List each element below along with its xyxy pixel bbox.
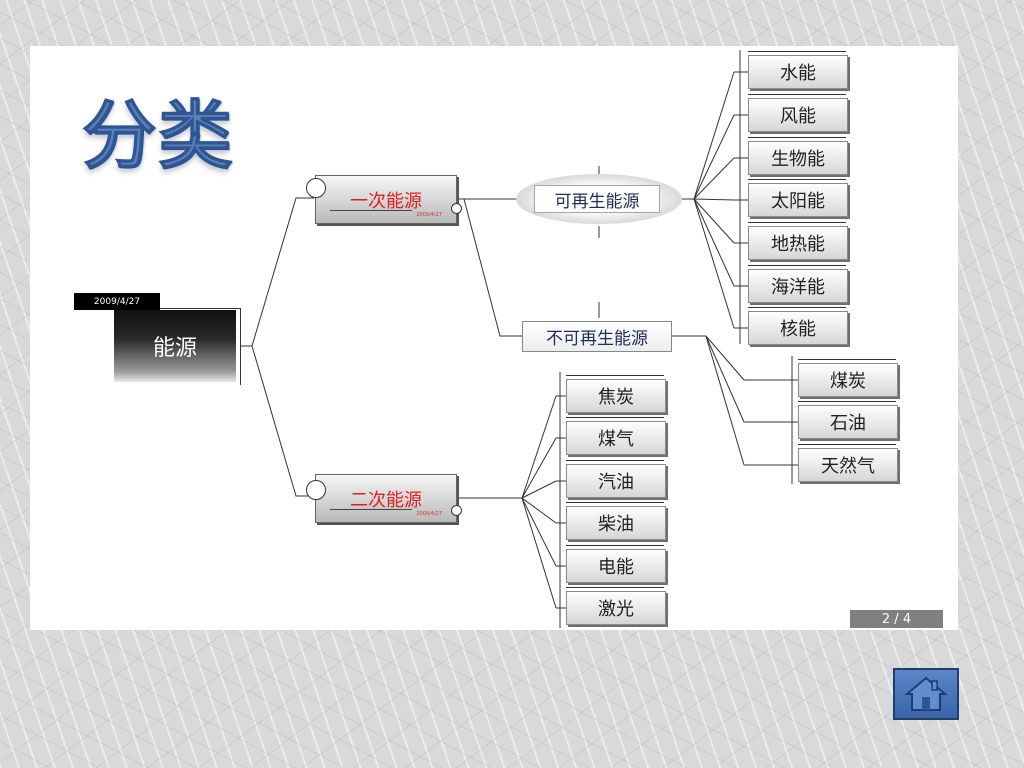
leaf-renewable-5: 海洋能: [748, 265, 848, 303]
leaf-renewable-1: 风能: [748, 94, 848, 132]
node-secondary-date: 2009/4/27: [416, 511, 442, 517]
leaf-secondary-3: 柴油: [566, 502, 666, 540]
leaf-secondary-4: 电能: [566, 545, 666, 583]
node-secondary-connector-dot: [451, 505, 462, 516]
slide-title: 分类: [82, 93, 234, 180]
node-secondary-circle: [306, 480, 326, 500]
leaf-nonrenewable-0: 煤炭: [798, 359, 898, 397]
leaf-secondary-2: 汽油: [566, 460, 666, 498]
node-secondary-underline: [330, 509, 412, 510]
root-date: 2009/4/27: [74, 293, 160, 310]
leaf-nonrenewable-2: 天然气: [798, 444, 898, 482]
page-indicator: 2 / 4: [850, 610, 943, 628]
leaf-nonrenewable-1: 石油: [798, 401, 898, 439]
leaf-secondary-5: 激光: [566, 587, 666, 625]
node-primary-label: 一次能源: [350, 190, 422, 212]
node-primary-underline: [330, 210, 412, 211]
leaf-renewable-2: 生物能: [748, 137, 848, 175]
node-secondary-energy: 二次能源 2009/4/27: [315, 474, 457, 523]
node-renewable: 可再生能源: [534, 185, 660, 213]
root-node: 能源: [114, 310, 236, 382]
node-primary-energy: 一次能源 2009/4/27: [315, 175, 457, 224]
connector-root-secondary: [251, 345, 314, 497]
node-primary-date: 2009/4/27: [416, 212, 442, 218]
leaf-renewable-4: 地热能: [748, 222, 848, 260]
leaf-secondary-0: 焦炭: [566, 375, 666, 413]
home-icon: [904, 676, 948, 711]
home-button[interactable]: [893, 668, 959, 720]
leaf-renewable-0: 水能: [748, 51, 848, 89]
root-frame: [158, 308, 241, 385]
leaf-renewable-3: 太阳能: [748, 179, 848, 217]
node-secondary-label: 二次能源: [350, 489, 422, 511]
connector-primary-nonrenew: [463, 198, 522, 337]
node-nonrenewable: 不可再生能源: [522, 321, 672, 352]
leaf-secondary-1: 煤气: [566, 417, 666, 455]
node-primary-circle: [306, 178, 326, 198]
node-primary-connector-dot: [451, 203, 462, 214]
connector-root-primary: [240, 197, 314, 347]
leaf-renewable-6: 核能: [748, 307, 848, 345]
